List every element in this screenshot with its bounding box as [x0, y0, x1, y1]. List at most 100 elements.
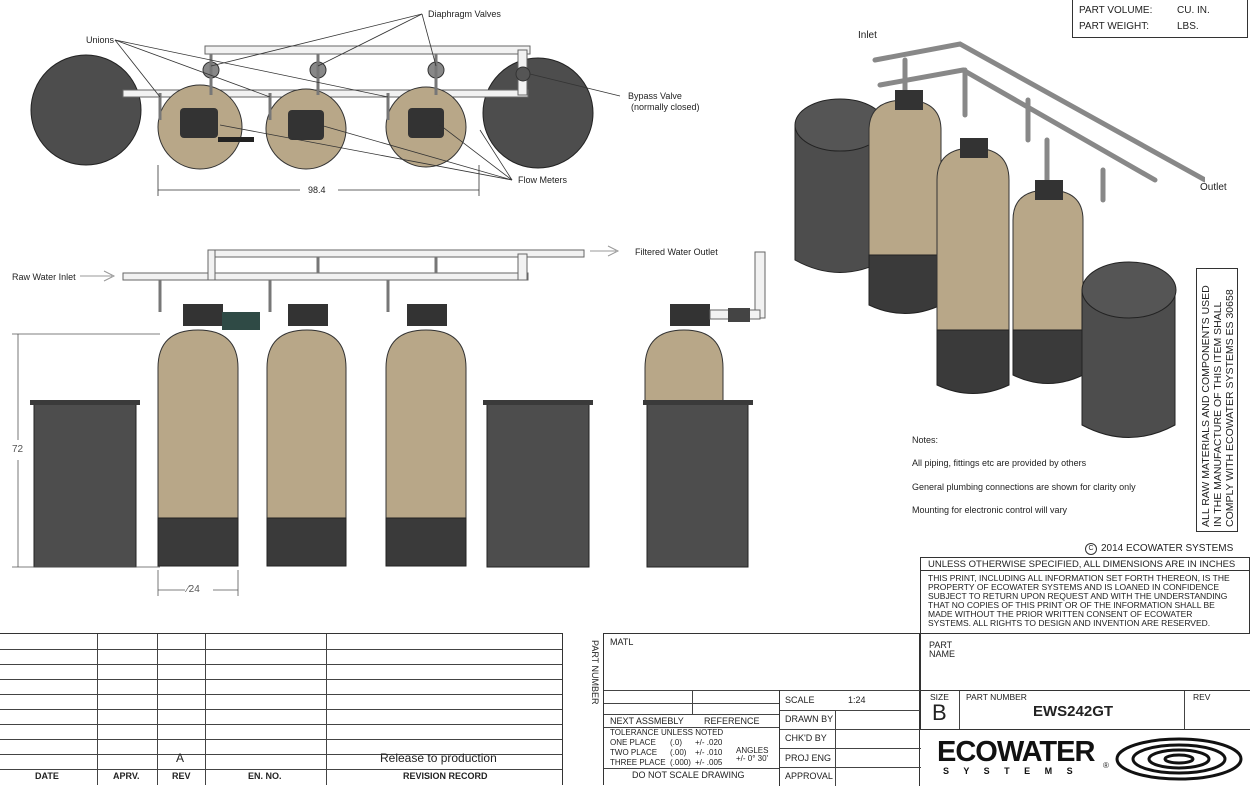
- do-not-scale-label: DO NOT SCALE DRAWING: [632, 770, 745, 780]
- tolerance-three-format: (.000): [670, 758, 691, 767]
- iso-brine-tank-right: [1081, 261, 1177, 438]
- bypass-valve-note: (normally closed): [631, 102, 700, 112]
- height-dimension: 72: [12, 444, 24, 455]
- reference-label: REFERENCE: [704, 716, 760, 726]
- logo-wordmark: ECOWATER: [937, 736, 1095, 768]
- proj-eng-label: PROJ ENG: [785, 753, 832, 763]
- confidentiality-line-6: SYSTEMS. ALL RIGHTS TO DESIGN AND INVENT…: [928, 618, 1211, 628]
- part-volume-label: PART VOLUME:: [1079, 5, 1153, 16]
- iso-tank-2: [936, 138, 1010, 394]
- chkd-by-label: CHK'D BY: [785, 733, 827, 743]
- brine-tank-right-top: [482, 57, 594, 169]
- iso-outlet-label: Outlet: [1200, 182, 1227, 193]
- next-assembly-label: NEXT ASSMEBLY: [610, 716, 684, 726]
- approval-label: APPROVAL: [785, 771, 833, 781]
- tank-2-front: [266, 304, 347, 567]
- front-view-drawing: [12, 245, 766, 596]
- flow-meters-label: Flow Meters: [518, 175, 568, 185]
- tank-2-top: [265, 88, 347, 170]
- revision-header-date: DATE: [35, 771, 59, 781]
- copyright-symbol: C: [1085, 543, 1097, 555]
- part-volume-unit: CU. IN.: [1177, 5, 1210, 16]
- part-number-value: EWS242GT: [1033, 703, 1114, 720]
- tank-3-top: [385, 86, 467, 168]
- tolerance-one-format: (.0): [670, 738, 682, 747]
- angles-label: ANGLES: [736, 746, 769, 755]
- angles-value: +/- 0° 30': [736, 754, 769, 763]
- part-name-label-1: PART: [929, 640, 953, 650]
- confidentiality-box: THIS PRINT, INCLUDING ALL INFORMATION SE…: [920, 570, 1250, 634]
- compliance-line-3: COMPLY WITH ECOWATER SYSTEMS ES 30658: [1224, 289, 1236, 527]
- revision-header-rev: REV: [172, 771, 191, 781]
- iso-tank-1: [868, 90, 942, 314]
- note-item-3: Mounting for electronic control will var…: [912, 505, 1068, 515]
- revision-header-en-no: EN. NO.: [248, 771, 282, 781]
- scale-value: 1:24: [848, 695, 866, 705]
- note-item-2: General plumbing connections are shown f…: [912, 482, 1136, 492]
- revision-record-value: Release to production: [380, 751, 497, 765]
- raw-water-inlet-label: Raw Water Inlet: [12, 272, 76, 282]
- diameter-dimension: ∕24: [187, 584, 200, 595]
- scale-label: SCALE: [785, 695, 815, 705]
- revision-header-record: REVISION RECORD: [403, 771, 488, 781]
- revision-header-aprv: APRV.: [113, 771, 140, 781]
- dims-note-box: UNLESS OTHERWISE SPECIFIED, ALL DIMENSIO…: [920, 557, 1250, 571]
- part-number-strip: PART NUMBER: [585, 633, 604, 785]
- compliance-box: ALL RAW MATERIALS AND COMPONENTS USED IN…: [1196, 268, 1238, 532]
- brine-tank-right-front: [486, 401, 590, 568]
- matl-label: MATL: [610, 637, 634, 647]
- tank-1-front: [157, 304, 260, 567]
- copyright-text: 2014 ECOWATER SYSTEMS: [1101, 543, 1234, 554]
- size-value: B: [932, 700, 947, 725]
- filtered-water-outlet-label: Filtered Water Outlet: [635, 247, 718, 257]
- revision-table: A Release to production DATE APRV. REV E…: [0, 633, 563, 785]
- part-number-label: PART NUMBER: [966, 692, 1027, 702]
- tolerance-one-value: +/- .020: [695, 738, 723, 747]
- rev-label: REV: [1193, 692, 1211, 702]
- brine-tank-left-front: [33, 401, 137, 568]
- dims-note: UNLESS OTHERWISE SPECIFIED, ALL DIMENSIO…: [928, 559, 1236, 570]
- confidentiality-line-5: MADE WITHOUT THE PRIOR WRITTEN CONSENT O…: [928, 609, 1193, 619]
- compliance-line-1: ALL RAW MATERIALS AND COMPONENTS USED: [1200, 285, 1212, 527]
- part-name-block: PART NAME: [920, 633, 1250, 690]
- signoff-block: SCALE 1:24 DRAWN BY CHK'D BY PROJ ENG AP…: [779, 690, 921, 786]
- unions-label: Unions: [86, 35, 115, 45]
- iso-inlet-label: Inlet: [858, 30, 877, 41]
- compliance-line-2: IN THE MANUFACTURE OF THIS ITEM SHALL: [1212, 301, 1224, 527]
- confidentiality-line-2: PROPERTY OF ECOWATER SYSTEMS AND IS LOAN…: [928, 582, 1220, 592]
- notes-heading: Notes:: [912, 435, 939, 445]
- diaphragm-valves-label: Diaphragm Valves: [428, 9, 501, 19]
- tank-1-top: [157, 84, 254, 170]
- width-dimension: 98.4: [308, 185, 326, 195]
- compliance-note: ALL RAW MATERIALS AND COMPONENTS USED IN…: [1200, 285, 1236, 527]
- tank-3-front: [385, 304, 467, 567]
- tolerance-two-place: TWO PLACE: [610, 748, 658, 757]
- part-number-vertical-label: PART NUMBER: [590, 640, 600, 705]
- logo-subtitle: S Y S T E M S: [943, 766, 1079, 776]
- confidentiality-line-1: THIS PRINT, INCLUDING ALL INFORMATION SE…: [928, 573, 1230, 583]
- logo-registered-mark: ®: [1103, 761, 1109, 770]
- part-number-block: SIZE B PART NUMBER EWS242GT REV: [920, 690, 1250, 730]
- size-label: SIZE: [930, 692, 949, 702]
- logo-swirl-icon: [1115, 737, 1243, 781]
- part-weight-label: PART WEIGHT:: [1079, 21, 1150, 32]
- side-view-tank: [643, 251, 766, 568]
- revision-rev-value: A: [176, 751, 185, 765]
- part-info-box: PART VOLUME: CU. IN. PART WEIGHT: LBS.: [1072, 0, 1248, 38]
- tolerance-three-value: +/- .005: [695, 758, 723, 767]
- tolerance-two-format: (.00): [670, 748, 687, 757]
- confidentiality-text: THIS PRINT, INCLUDING ALL INFORMATION SE…: [928, 574, 1230, 628]
- tolerance-one-place: ONE PLACE: [610, 738, 656, 747]
- confidentiality-line-3: SUBJECT TO RETURN UPON REQUEST AND WITH …: [928, 591, 1228, 601]
- matl-block: MATL: [604, 633, 920, 690]
- tolerance-three-place: THREE PLACE: [610, 758, 666, 767]
- tolerance-heading: TOLERANCE UNLESS NOTED: [610, 728, 724, 737]
- bypass-valve-label: Bypass Valve: [628, 91, 682, 101]
- brine-tank-left-top: [30, 54, 142, 166]
- tolerance-block: NEXT ASSMEBLY REFERENCE TOLERANCE UNLESS…: [604, 690, 779, 786]
- isometric-view-drawing: [794, 41, 1205, 438]
- iso-tank-3: [1012, 180, 1084, 384]
- part-name-label-2: NAME: [929, 649, 956, 659]
- note-item-1: All piping, fittings etc are provided by…: [912, 458, 1087, 468]
- tolerance-two-value: +/- .010: [695, 748, 723, 757]
